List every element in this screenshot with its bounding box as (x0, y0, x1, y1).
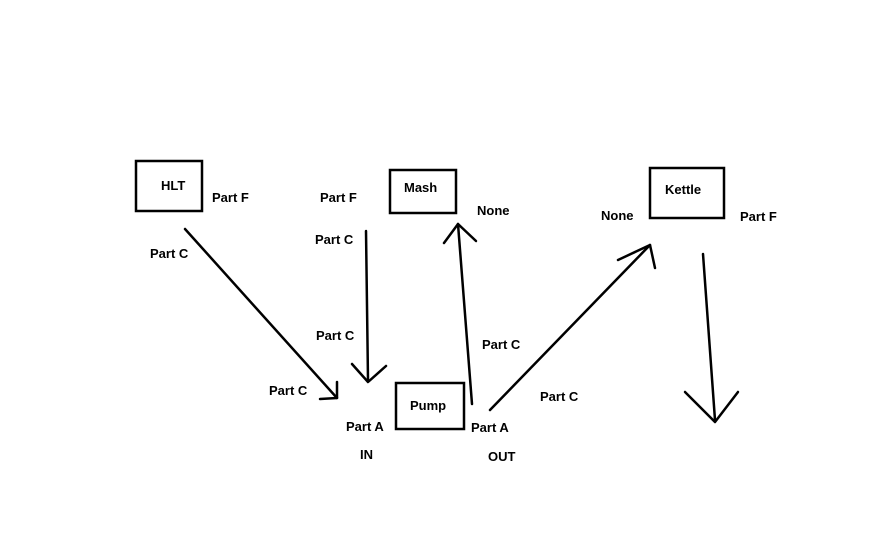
kettle-label: Kettle (665, 182, 701, 197)
mash-outlet-part-c-mid-label: Part C (316, 328, 355, 343)
hlt-part-c-label: Part C (150, 246, 189, 261)
hlt-vessel: HLT (134, 159, 204, 213)
pump-to-kettle-arrow (488, 243, 657, 412)
pump-outlet-part-a-label: Part A (471, 420, 509, 435)
pump-label: Pump (410, 398, 446, 413)
pump-vessel: Pump (394, 381, 466, 431)
pump-to-mash-part-c-label: Part C (482, 337, 521, 352)
mash-vessel: Mash (388, 168, 458, 215)
hlt-part-f-label: Part F (212, 190, 249, 205)
kettle-none-label: None (601, 208, 634, 223)
kettle-part-f-label: Part F (740, 209, 777, 224)
pump-in-label: IN (360, 447, 373, 462)
mash-label: Mash (404, 180, 437, 195)
mash-inlet-part-f-label: Part F (320, 190, 357, 205)
mash-to-pump-arrow (350, 229, 388, 384)
pump-inlet-part-a-label: Part A (346, 419, 384, 434)
pump-to-mash-arrow (442, 222, 478, 406)
mash-none-label: None (477, 203, 510, 218)
hlt-to-pump-arrow (183, 227, 339, 401)
mash-outlet-part-c-top-label: Part C (315, 232, 354, 247)
pump-out-label: OUT (488, 449, 516, 464)
kettle-vessel: Kettle (648, 166, 726, 220)
hlt-label: HLT (161, 178, 185, 193)
kettle-out-arrow (683, 252, 740, 424)
pump-to-kettle-part-c-label: Part C (540, 389, 579, 404)
pump-inlet-part-c-label: Part C (269, 383, 308, 398)
